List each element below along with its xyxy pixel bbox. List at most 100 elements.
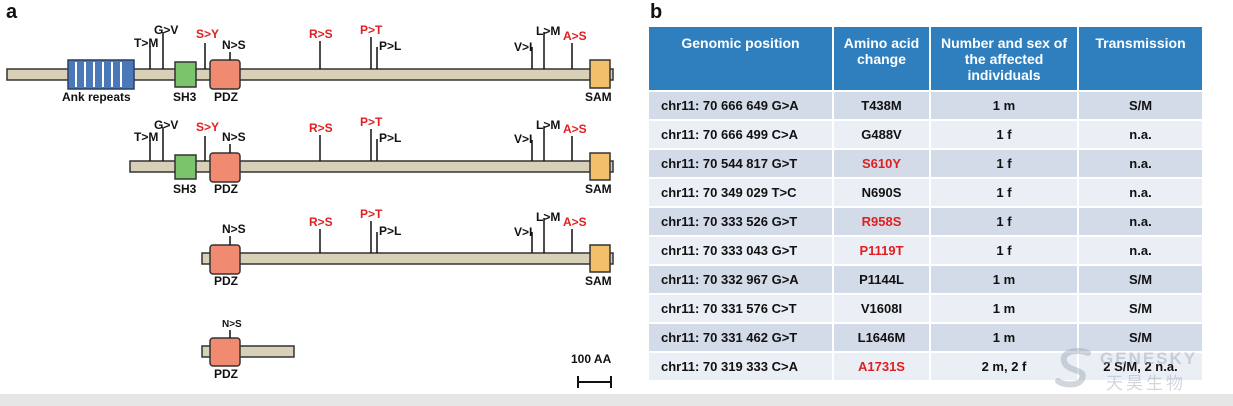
ank-repeats-label: Ank repeats xyxy=(62,90,131,104)
mutation-label-gv: G>V xyxy=(154,118,178,132)
ank-repeats-box xyxy=(67,59,135,90)
mutation-label-lm: L>M xyxy=(536,118,560,132)
sam-label: SAM xyxy=(585,274,612,288)
cell-genomic-position: chr11: 70 544 817 G>T xyxy=(649,150,832,177)
cell-affected-individuals: 1 f xyxy=(931,150,1077,177)
cell-amino-acid-change: L1646M xyxy=(834,324,929,351)
cell-genomic-position: chr11: 70 333 043 G>T xyxy=(649,237,832,264)
cell-genomic-position: chr11: 70 319 333 C>A xyxy=(649,353,832,380)
pdz-label: PDZ xyxy=(214,367,238,381)
cell-transmission: S/M xyxy=(1079,92,1202,119)
cell-genomic-position: chr11: 70 349 029 T>C xyxy=(649,179,832,206)
cell-amino-acid-change: N690S xyxy=(834,179,929,206)
mutation-label-vi: V>I xyxy=(514,225,532,239)
pdz-domain xyxy=(209,152,241,183)
mutation-label-pt: P>T xyxy=(360,23,383,37)
pdz-label: PDZ xyxy=(214,182,238,196)
pdz-domain xyxy=(209,337,241,367)
mutation-label-sy: S>Y xyxy=(196,120,219,134)
mutation-label-gv: G>V xyxy=(154,23,178,37)
ank-repeats-domain xyxy=(67,59,135,90)
mutation-label-lm: L>M xyxy=(536,210,560,224)
cell-affected-individuals: 1 m xyxy=(931,266,1077,293)
cell-amino-acid-change: P1144L xyxy=(834,266,929,293)
cell-genomic-position: chr11: 70 666 649 G>A xyxy=(649,92,832,119)
cell-amino-acid-change: T438M xyxy=(834,92,929,119)
cell-transmission: S/M xyxy=(1079,324,1202,351)
mutation-label-tm: T>M xyxy=(134,130,158,144)
mutation-label-pt: P>T xyxy=(360,115,383,129)
mutation-label-ns: N>S xyxy=(222,130,246,144)
pdz-label: PDZ xyxy=(214,90,238,104)
backbone xyxy=(129,160,614,173)
mutation-label-as: A>S xyxy=(563,215,587,229)
cell-affected-individuals: 1 f xyxy=(931,179,1077,206)
cell-affected-individuals: 1 m xyxy=(931,92,1077,119)
scale-bar: 100 AA xyxy=(571,352,612,388)
mutation-label-lm: L>M xyxy=(536,24,560,38)
backbone xyxy=(201,252,614,265)
pdz-domain xyxy=(209,59,241,90)
cell-transmission: n.a. xyxy=(1079,150,1202,177)
header-amino-acid-change: Amino acid change xyxy=(834,27,929,90)
sh3-label: SH3 xyxy=(173,90,197,104)
mutation-label-ns: N>S xyxy=(222,319,242,330)
cell-transmission: 2 S/M, 2 n.a. xyxy=(1079,353,1202,380)
cell-amino-acid-change: G488V xyxy=(834,121,929,148)
cell-genomic-position: chr11: 70 331 576 C>T xyxy=(649,295,832,322)
cell-genomic-position: chr11: 70 666 499 C>A xyxy=(649,121,832,148)
sh3-label: SH3 xyxy=(173,182,197,196)
table-header-row: Genomic position Amino acid change Numbe… xyxy=(649,27,1202,90)
s-swoosh-logo-icon xyxy=(1055,347,1091,388)
cell-affected-individuals: 1 m xyxy=(931,324,1077,351)
variants-table: Genomic position Amino acid change Numbe… xyxy=(647,25,1204,382)
mutation-label-pl: P>L xyxy=(379,131,401,145)
mutation-label-pl: P>L xyxy=(379,224,401,238)
sam-domain xyxy=(589,152,611,181)
scale-bar-label: 100 AA xyxy=(571,352,612,366)
sam-label: SAM xyxy=(585,90,612,104)
isoform-1: Ank repeats SH3 PDZ SAM T>M G>V S>Y N>S … xyxy=(6,23,614,104)
cell-transmission: S/M xyxy=(1079,266,1202,293)
mutation-label-rs: R>S xyxy=(309,27,333,41)
pdz-domain xyxy=(209,244,241,275)
mutation-label-ns: N>S xyxy=(222,222,246,236)
sam-label: SAM xyxy=(585,182,612,196)
backbone xyxy=(201,345,295,358)
sh3-domain xyxy=(174,154,197,180)
header-transmission: Transmission xyxy=(1079,27,1202,90)
cell-amino-acid-change: S610Y xyxy=(834,150,929,177)
isoform-3: PDZ SAM N>S R>S P>T P>L V>I L>M A>S xyxy=(201,207,614,288)
sam-domain xyxy=(589,244,611,273)
cell-amino-acid-change: A1731S xyxy=(834,353,929,380)
header-affected-individuals: Number and sex of the affected individua… xyxy=(931,27,1077,90)
cell-affected-individuals: 1 m xyxy=(931,295,1077,322)
panel-a-letter: a xyxy=(6,1,18,23)
watermark-text: GENESKY xyxy=(1100,349,1198,368)
isoform-2: SH3 PDZ SAM T>M G>V S>Y N>S R>S P>T P>L … xyxy=(129,115,614,196)
mutation-label-rs: R>S xyxy=(309,215,333,229)
mutation-label-pl: P>L xyxy=(379,39,401,53)
cell-transmission: n.a. xyxy=(1079,121,1202,148)
protein-domain-diagram: Ank repeats SH3 PDZ SAM T>M G>V S>Y N>S … xyxy=(6,23,614,388)
mutation-label-tm: T>M xyxy=(134,36,158,50)
mutation-label-vi: V>I xyxy=(514,132,532,146)
mutation-label-vi: V>I xyxy=(514,40,532,54)
cell-genomic-position: chr11: 70 333 526 G>T xyxy=(649,208,832,235)
cell-transmission: n.a. xyxy=(1079,208,1202,235)
mutation-label-as: A>S xyxy=(563,122,587,136)
cell-transmission: n.a. xyxy=(1079,179,1202,206)
cell-amino-acid-change: R958S xyxy=(834,208,929,235)
mutation-label-rs: R>S xyxy=(309,121,333,135)
